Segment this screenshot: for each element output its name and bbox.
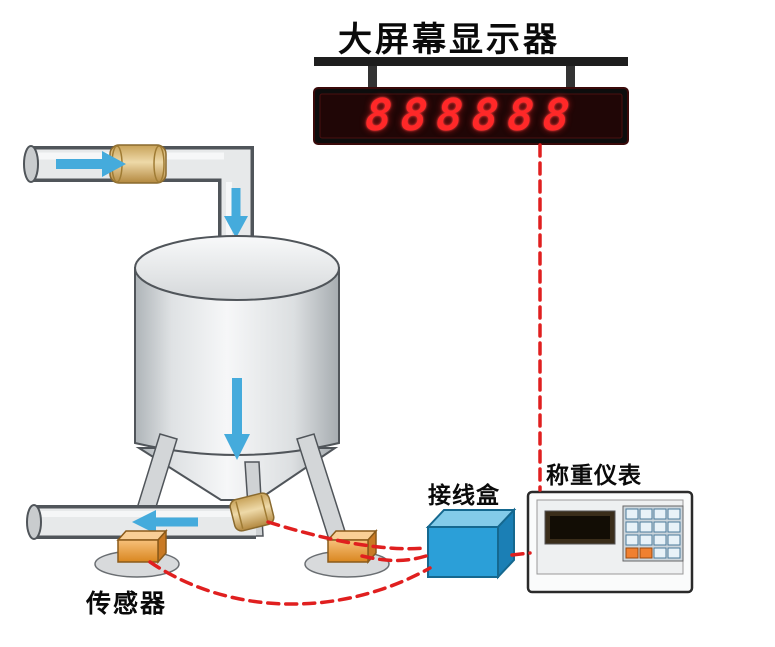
discharge-pipe [26,492,275,540]
junction-box [425,507,517,580]
discharge-flexible-sleeve [229,492,275,532]
cable-right-sensor [360,554,428,563]
tank [134,235,340,501]
sensor-label: 传感器 [86,589,168,618]
inlet-pipe-opening [23,145,39,183]
weighing-indicator [526,490,694,594]
discharge-pipe-opening [26,504,42,540]
weighing-indicator-label: 称重仪表 [546,463,642,489]
display-mount-post-left [368,66,377,90]
cable-junctionbox-to-indicator [510,551,532,557]
tank-body [134,267,340,456]
signal-cables [148,143,542,606]
flow-arrow-down-inlet-icon [224,188,248,238]
cable-left-sensor [148,560,432,606]
cable-middle-sensor [266,520,428,551]
junction-box-label: 接线盒 [428,483,500,509]
indicator-keypad [622,505,684,562]
flow-arrow-left-icon [132,510,198,534]
flow-arrow-down-tank-icon [224,378,250,460]
indicator-display-screen [550,516,610,539]
load-cell-right [304,529,390,578]
load-cell-left [94,529,180,578]
display-mount-post-right [566,66,575,90]
display-mount-bar [314,57,628,66]
diagram-title: 大屏幕显示器 [338,20,560,60]
led-display-board [313,57,629,145]
tank-lid [134,235,340,301]
display-panel-inner [319,93,623,139]
inlet-pipe [23,144,254,248]
flow-arrow-right-icon [56,151,126,177]
led-digits: 888888 [363,90,581,141]
